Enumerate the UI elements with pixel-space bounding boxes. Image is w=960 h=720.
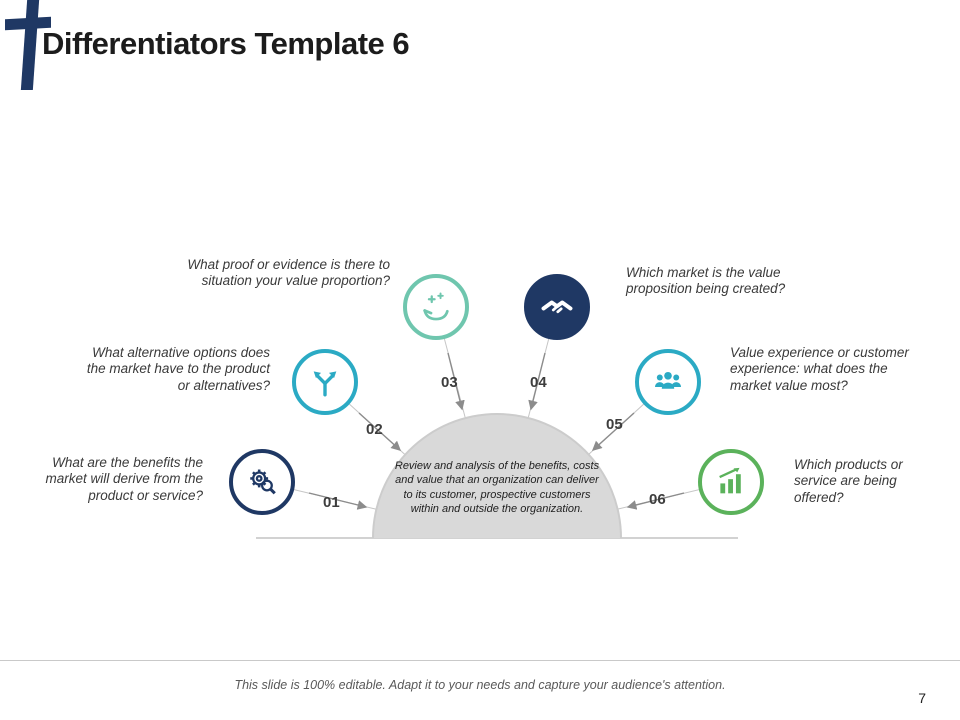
hand-plus-icon: [419, 290, 453, 324]
page-number: 7: [918, 690, 926, 706]
node-number-02: 02: [366, 421, 383, 438]
node-number-04: 04: [530, 374, 547, 391]
handshake-icon: [539, 289, 575, 325]
node-number-06: 06: [649, 491, 666, 508]
gear-search-icon: [245, 465, 279, 499]
branch-arrows-icon: [308, 365, 342, 399]
node-01: [229, 449, 295, 515]
question-06: Which products or service are being offe…: [794, 457, 903, 505]
question-04: Which market is the value proposition be…: [626, 265, 786, 297]
node-06: [698, 449, 764, 515]
slide-title: Differentiators Template 6: [42, 26, 410, 61]
footer-divider: [0, 660, 960, 661]
node-number-03: 03: [441, 374, 458, 391]
node-04: [524, 274, 590, 340]
footer-note: This slide is 100% editable. Adapt it to…: [234, 678, 726, 692]
question-05: Value experience or customer experience:…: [730, 345, 909, 393]
node-05: [635, 349, 701, 415]
node-02: [292, 349, 358, 415]
team-icon: [651, 365, 685, 399]
center-description: Review and analysis of the benefits, cos…: [394, 460, 600, 515]
question-03: What proof or evidence is there to situa…: [187, 257, 390, 289]
question-02: What alternative options does the market…: [86, 345, 270, 393]
node-number-05: 05: [606, 416, 623, 433]
node-03: [403, 274, 469, 340]
bar-chart-icon: [714, 465, 748, 499]
node-number-01: 01: [323, 494, 340, 511]
question-01: What are the benefits the market will de…: [45, 455, 203, 503]
